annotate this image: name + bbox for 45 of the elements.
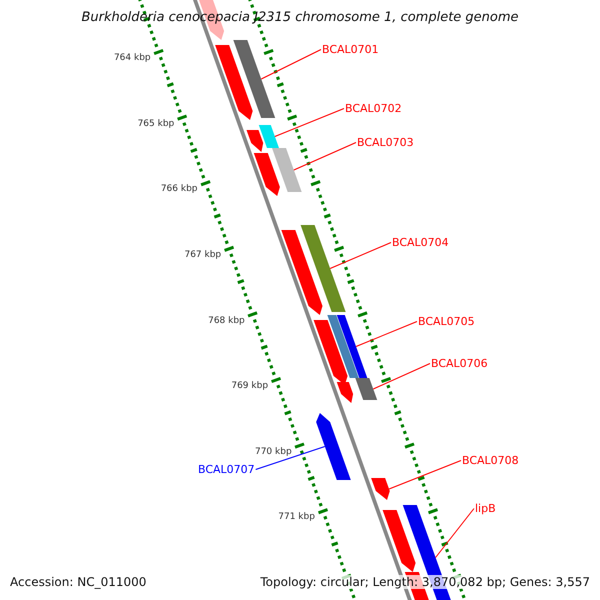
footer-text: Topology: circular; Length: 3,870,082 bp; Genes: 3,557 <box>258 575 592 589</box>
footer-text: Accession: NC_011000 <box>8 575 148 589</box>
leader-line <box>255 446 326 470</box>
gene-feature <box>254 153 280 196</box>
gene-bar <box>327 315 359 378</box>
tick-label: 767 kbp <box>184 251 222 260</box>
tick-label: 764 kbp <box>114 54 151 63</box>
tick-label: 768 kbp <box>208 317 245 326</box>
gene-feature <box>316 413 351 480</box>
gene-label: BCAL0706 <box>431 358 488 369</box>
gene-label: BCAL0703 <box>357 137 414 148</box>
leader-line <box>388 460 462 490</box>
gene-label: BCAL0701 <box>322 44 379 55</box>
tick-label: 770 kbp <box>254 448 292 457</box>
leader-line <box>435 508 474 558</box>
gene-bar <box>258 125 279 148</box>
leader-line <box>330 242 392 269</box>
gene-feature <box>281 230 322 315</box>
gene-bar <box>355 378 378 400</box>
title: Burkholderia cenocepacia J2315 chromosome 1, complete genome <box>80 11 520 24</box>
gene-feature <box>314 320 348 385</box>
tick-label: 771 kbp <box>278 513 315 522</box>
gene-bar <box>233 40 276 118</box>
gene-label: lipB <box>475 503 496 514</box>
leader-line <box>356 321 418 347</box>
gene-feature <box>382 510 416 572</box>
gene-feature <box>215 45 253 120</box>
leader-line <box>274 108 344 137</box>
gene-bar <box>336 315 368 378</box>
leader-line <box>293 142 356 170</box>
gene-label: BCAL0704 <box>392 237 449 248</box>
tick-label: 765 kbp <box>138 120 174 129</box>
leader-line <box>260 49 322 80</box>
gene-label: BCAL0708 <box>462 455 519 466</box>
gene-feature <box>371 478 390 500</box>
gene-label: BCAL0705 <box>418 316 475 327</box>
gene-feature <box>246 130 264 152</box>
tick-label: 766 kbp <box>160 185 198 194</box>
gene-label: BCAL0707 <box>198 464 255 475</box>
leader-line <box>372 363 430 390</box>
tick-label: 769 kbp <box>231 382 268 391</box>
gene-bar <box>300 225 346 312</box>
gene-bar <box>272 148 302 192</box>
gene-label: BCAL0702 <box>345 103 402 114</box>
gene-feature <box>336 382 354 403</box>
